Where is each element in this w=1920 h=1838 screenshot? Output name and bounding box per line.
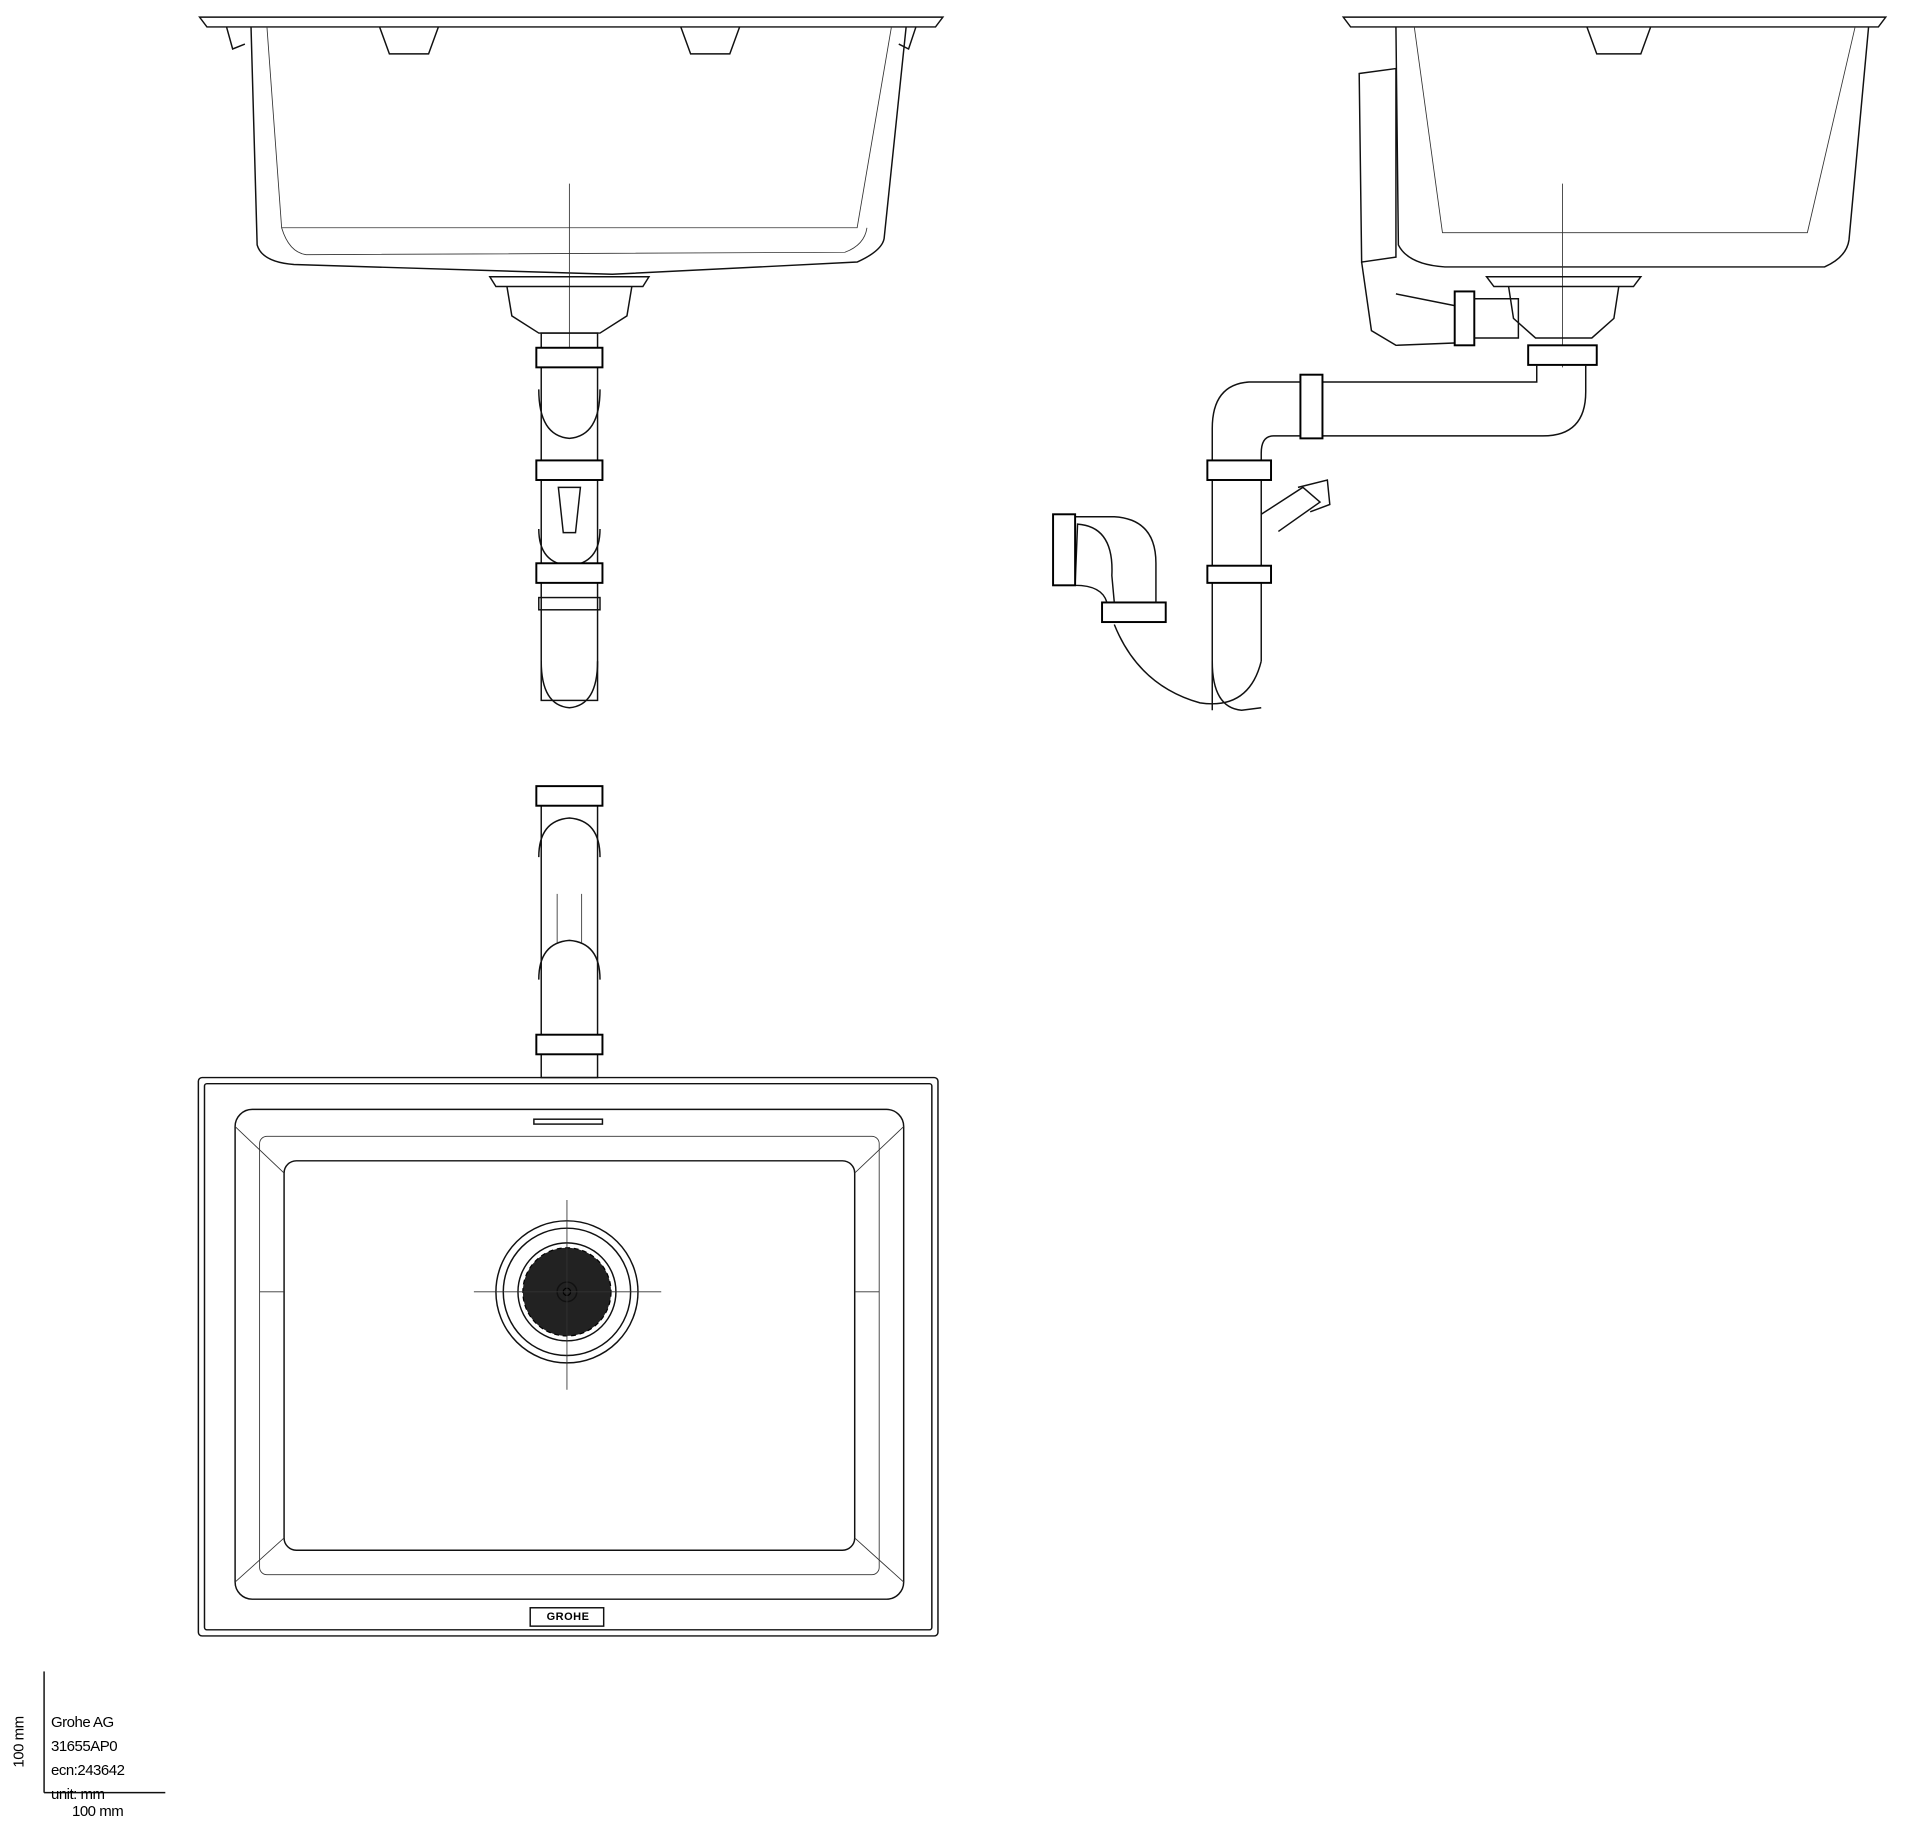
title-block: Grohe AG 31655AP0 ecn:243642 unit: mm <box>51 1711 125 1807</box>
unit-label: unit: mm <box>51 1786 105 1803</box>
side-view-sink <box>1341 16 1888 368</box>
front-view-trap <box>535 332 604 709</box>
logo-text: GROHE <box>546 1611 590 1623</box>
plan-view-pipe <box>535 785 604 1079</box>
scale-x-label: 100 mm <box>72 1803 124 1820</box>
scale-y-label: 100 mm <box>10 1716 28 1768</box>
drain-strainer <box>473 1200 662 1390</box>
article-number: 31655AP0 <box>51 1738 118 1755</box>
ecn-number: ecn:243642 <box>51 1762 125 1779</box>
logo-plate <box>529 1607 605 1627</box>
company-name: Grohe AG <box>51 1714 114 1731</box>
plan-view-sink <box>197 1076 939 1637</box>
front-view-sink <box>198 16 945 368</box>
side-view-trap <box>1052 364 1587 711</box>
